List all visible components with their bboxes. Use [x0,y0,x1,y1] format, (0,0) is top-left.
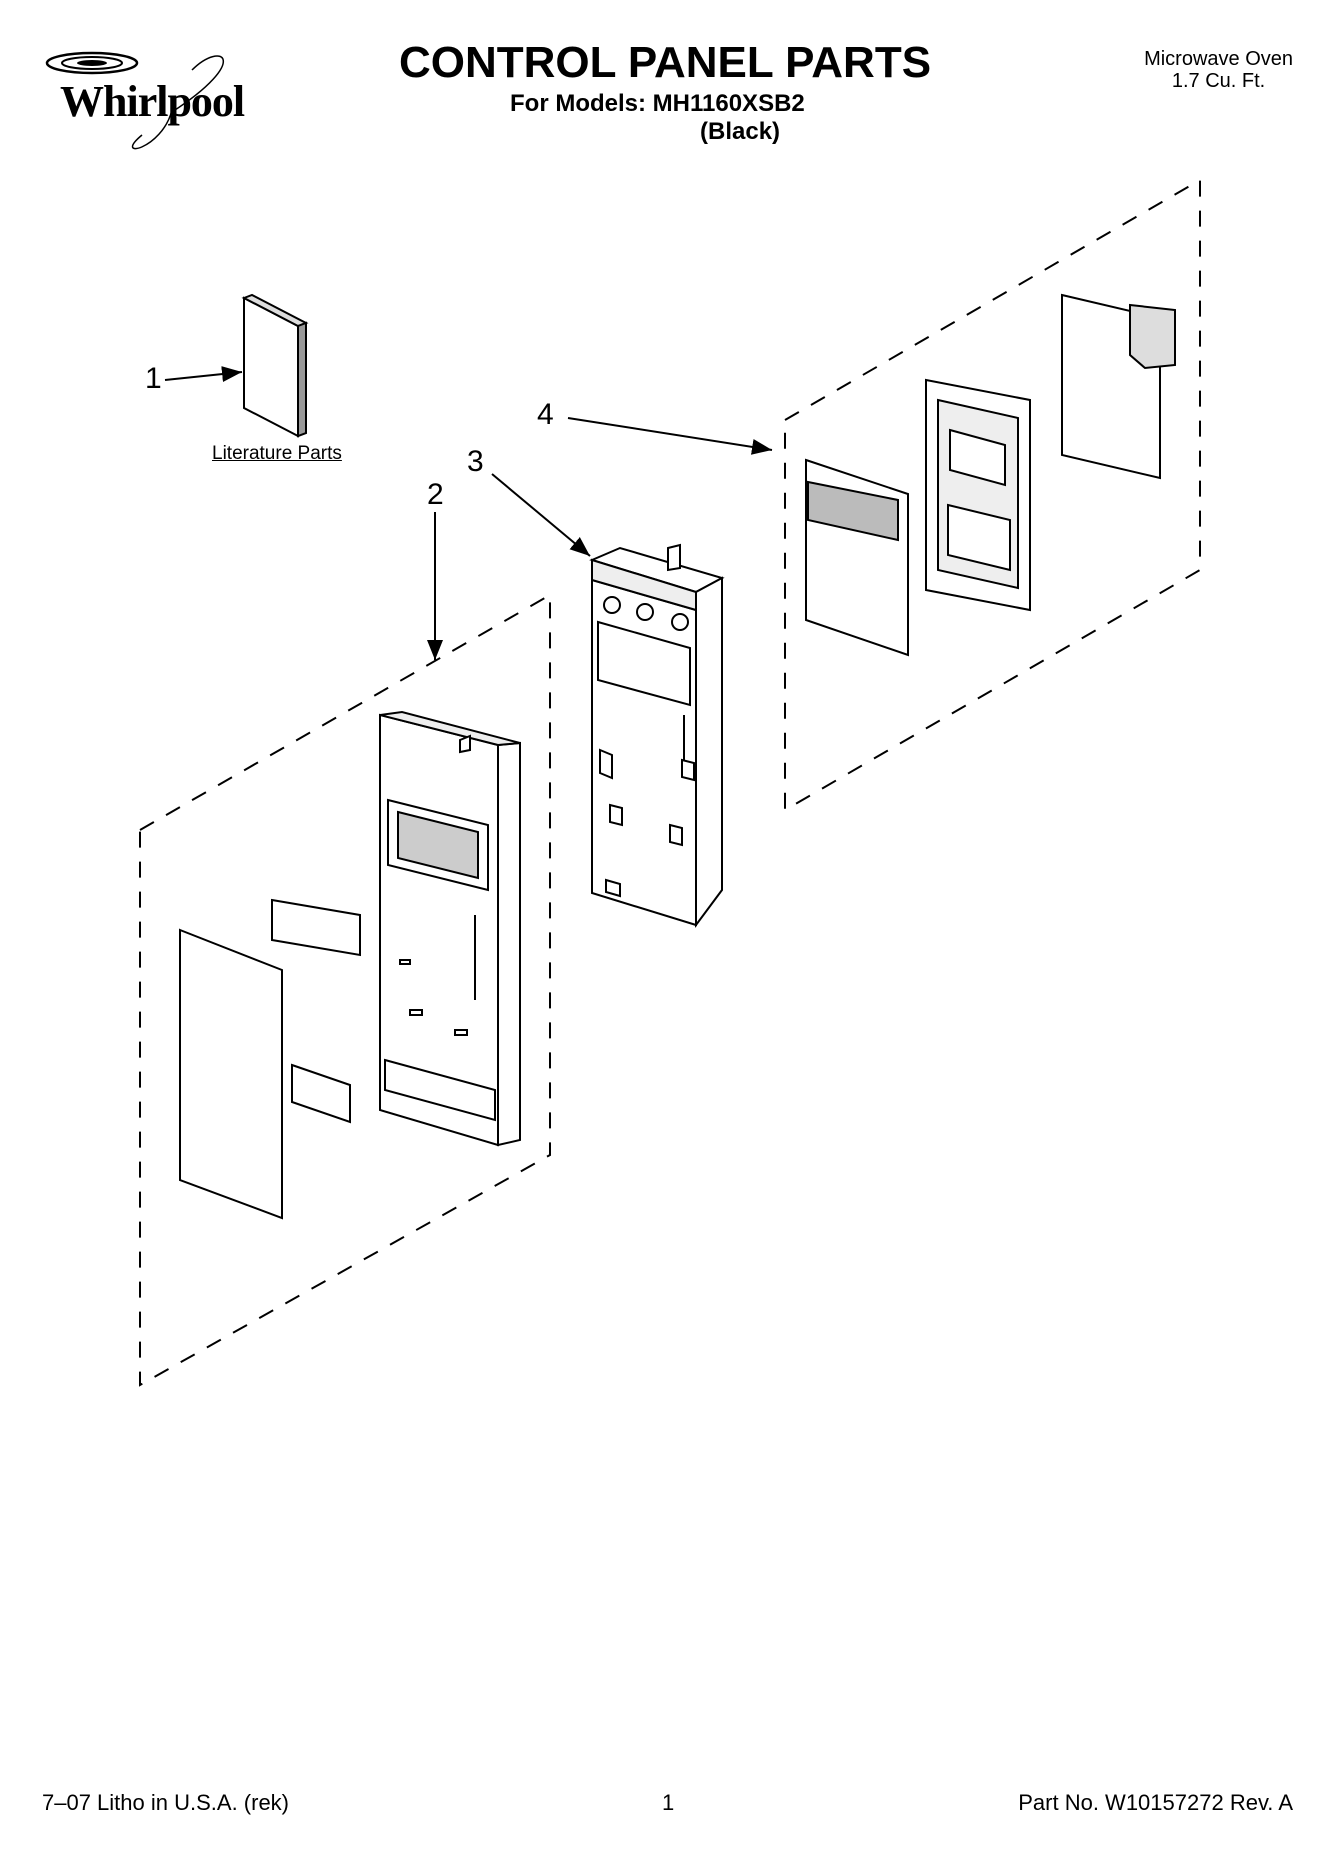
callout-1: 1 [145,362,162,395]
brand-logo: Whirlpool [22,40,267,160]
callout-3: 3 [467,445,484,478]
page-title: CONTROL PANEL PARTS [398,38,932,87]
callout-2: 2 [427,478,444,511]
product-capacity: 1.7 Cu. Ft. [1171,70,1266,92]
litho-note: 7–07 Litho in U.S.A. (rek) [42,1790,290,1815]
swirl-icon [45,51,224,150]
group-2-boundary [139,593,551,1387]
literature-parts-link[interactable]: Literature Parts [212,443,342,464]
product-type: Microwave Oven [1144,48,1293,70]
brand-wordmark: Whirlpool [60,77,245,126]
product-info: Microwave Oven 1.7 Cu. Ft. [1144,48,1293,92]
group-4-boundary [784,178,1201,812]
models-line: For Models: MH1160XSB2 [510,90,805,117]
variant-label: (Black) [700,118,781,145]
part-3-frame [589,543,725,929]
callout-3-arrow [491,473,591,557]
part-2-control-panel [179,710,521,1220]
part-1-literature [241,293,309,438]
part-4-electronic-control [805,293,1176,657]
callout-1-arrow [164,366,243,383]
part-number: Part No. W10157272 Rev. A [1018,1790,1293,1815]
callout-4-arrow [567,417,773,455]
callout-4: 4 [537,398,554,431]
page-number: 1 [662,1790,675,1815]
